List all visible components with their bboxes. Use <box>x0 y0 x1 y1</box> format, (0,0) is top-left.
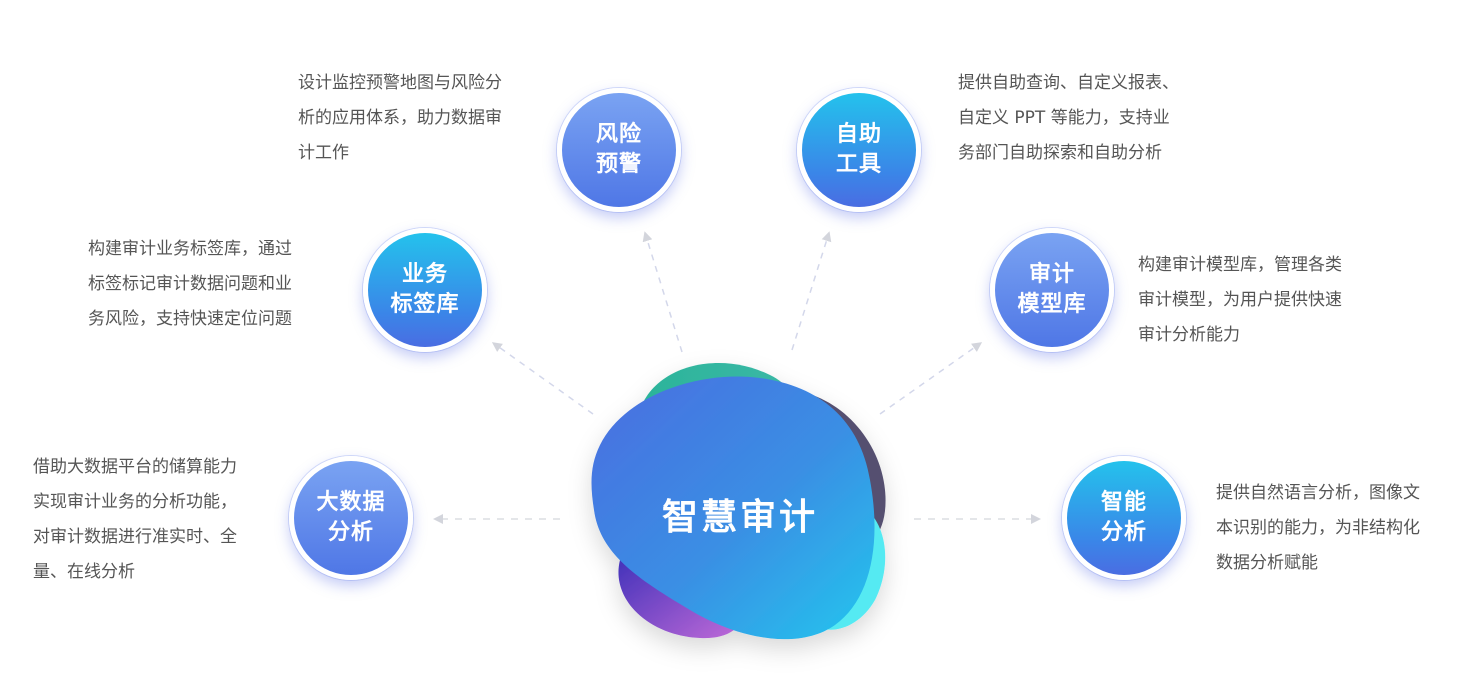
description-big-data-analysis: 借助大数据平台的储算能力 实现审计业务的分析功能， 对审计数据进行准实时、全 量… <box>33 450 237 590</box>
description-line: 实现审计业务的分析功能， <box>33 492 237 512</box>
arrow-to-self-service-tools <box>791 231 832 351</box>
node-risk-warning[interactable]: 风险 预警 <box>557 88 681 212</box>
description-line: 借助大数据平台的储算能力 <box>33 457 237 477</box>
description-line: 提供自助查询、自定义报表、 <box>958 73 1179 93</box>
arrow-to-business-tag-library <box>491 342 594 415</box>
description-line: 审计模型，为用户提供快速 <box>1138 290 1342 310</box>
description-line: 自定义 PPT 等能力，支持业 <box>958 108 1170 128</box>
description-line: 设计监控预警地图与风险分 <box>298 73 502 93</box>
node-label: 业务 标签库 <box>390 262 460 317</box>
description-line: 务部门自助探索和自助分析 <box>958 143 1162 163</box>
description-line: 量、在线分析 <box>33 562 135 582</box>
node-self-service-tools[interactable]: 自助 工具 <box>797 88 921 212</box>
node-audit-model-library[interactable]: 审计 模型库 <box>990 228 1114 352</box>
description-audit-model-library: 构建审计模型库，管理各类 审计模型，为用户提供快速 审计分析能力 <box>1138 248 1342 353</box>
description-line: 计工作 <box>298 143 349 163</box>
blob-layer-main <box>591 376 875 640</box>
node-label: 智能 分析 <box>1100 490 1147 545</box>
description-business-tag-library: 构建审计业务标签库，通过 标签标记审计数据问题和业 务风险，支持快速定位问题 <box>88 232 292 337</box>
description-self-service-tools: 提供自助查询、自定义报表、 自定义 PPT 等能力，支持业 务部门自助探索和自助… <box>958 66 1179 171</box>
description-line: 本识别的能力，为非结构化 <box>1216 518 1420 538</box>
description-line: 提供自然语言分析，图像文 <box>1216 483 1420 503</box>
description-line: 构建审计模型库，管理各类 <box>1138 255 1342 275</box>
description-line: 数据分析赋能 <box>1216 553 1318 573</box>
description-line: 对审计数据进行准实时、全 <box>33 527 237 547</box>
node-label: 审计 模型库 <box>1017 262 1087 317</box>
description-line: 务风险，支持快速定位问题 <box>88 309 292 329</box>
node-business-tag-library[interactable]: 业务 标签库 <box>363 228 487 352</box>
node-label: 大数据 分析 <box>316 490 386 545</box>
node-intelligent-analysis[interactable]: 智能 分析 <box>1062 456 1186 580</box>
description-intelligent-analysis: 提供自然语言分析，图像文 本识别的能力，为非结构化 数据分析赋能 <box>1216 476 1420 581</box>
arrow-to-risk-warning <box>642 231 683 353</box>
arrow-to-audit-model-library <box>879 342 983 415</box>
description-risk-warning: 设计监控预警地图与风险分 析的应用体系，助力数据审 计工作 <box>298 66 502 171</box>
description-line: 标签标记审计数据问题和业 <box>88 274 292 294</box>
description-line: 审计分析能力 <box>1138 325 1240 345</box>
node-label: 自助 工具 <box>835 122 882 177</box>
description-line: 析的应用体系，助力数据审 <box>298 108 502 128</box>
node-big-data-analysis[interactable]: 大数据 分析 <box>289 456 413 580</box>
node-label: 风险 预警 <box>595 122 642 177</box>
description-line: 构建审计业务标签库，通过 <box>88 239 292 259</box>
center-title: 智慧审计 <box>661 497 818 538</box>
